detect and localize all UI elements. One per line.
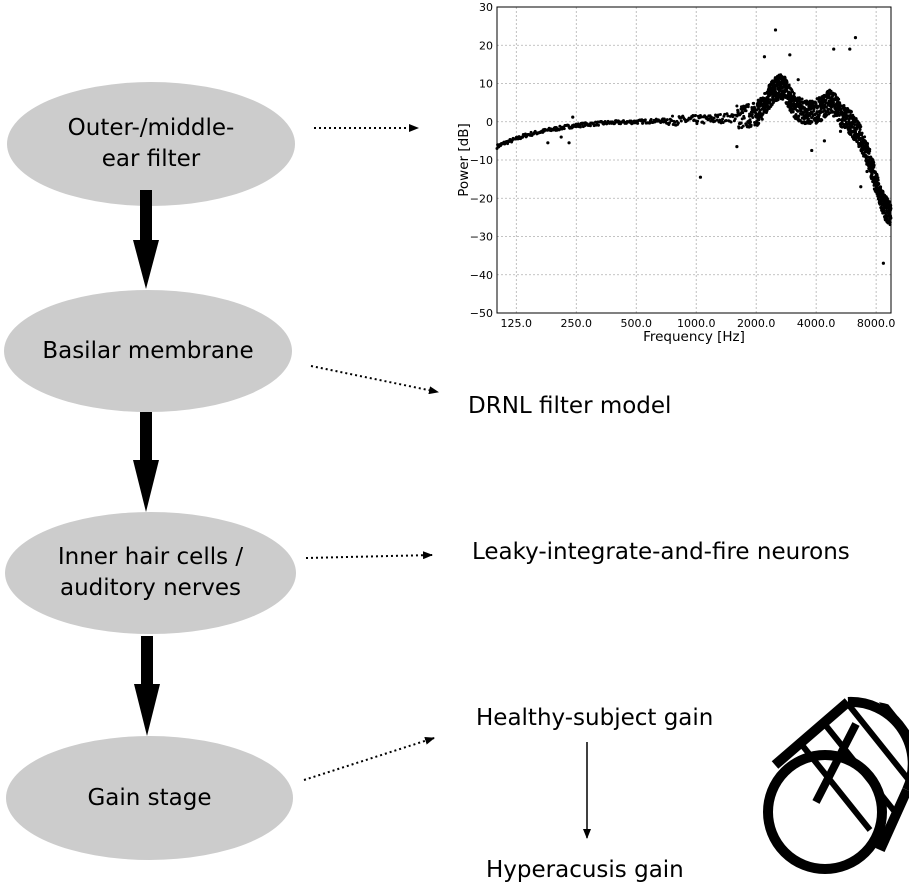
stage-outer-middle-ear-filter: Outer-/middle- ear filter <box>7 82 295 206</box>
stage-gain: Gain stage <box>6 736 293 860</box>
flow-arrow-1 <box>133 190 159 289</box>
drnl-filter-model-label: DRNL filter model <box>468 393 672 419</box>
dotted-arrow-to-gain <box>303 736 435 781</box>
dotted-arrow-to-lif <box>305 551 433 560</box>
flow-arrow-2 <box>133 412 159 512</box>
stage-label-line1: Inner hair cells / <box>57 544 244 570</box>
flow-arrow-3 <box>134 636 160 736</box>
stage-basilar-membrane: Basilar membrane <box>4 290 292 412</box>
stage-label: Gain stage <box>87 784 212 811</box>
dotted-arrow-to-drnl <box>310 365 439 395</box>
healthy-gain-label: Healthy-subject gain <box>476 705 714 731</box>
volume-knob-icon <box>763 696 909 874</box>
stage-label-line2: auditory nerves <box>59 575 242 601</box>
stage-label-line1: Outer-/middle- <box>67 115 235 141</box>
stage-inner-hair-cells: Inner hair cells / auditory nerves <box>5 512 296 634</box>
stage-label-line2: ear filter <box>101 146 201 172</box>
lif-neurons-label: Leaky-integrate-and-fire neurons <box>472 539 850 565</box>
stage-label: Basilar membrane <box>42 337 254 364</box>
hyperacusis-gain-label: Hyperacusis gain <box>486 857 684 883</box>
